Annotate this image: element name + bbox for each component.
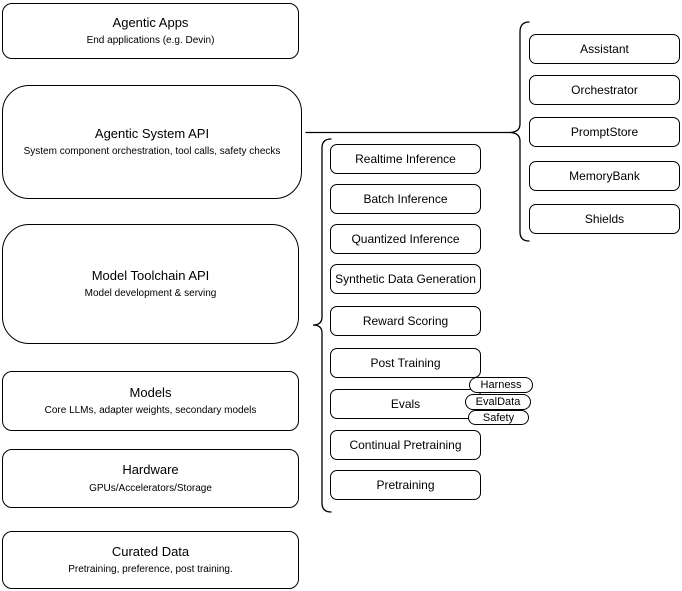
node-batch-inference: Batch Inference xyxy=(330,184,481,214)
node-quantized-inference: Quantized Inference xyxy=(330,224,481,254)
node-title: Models xyxy=(129,384,172,400)
node-label: Shields xyxy=(584,212,625,226)
node-subtitle: End applications (e.g. Devin) xyxy=(86,35,215,47)
node-subtitle: GPUs/Accelerators/Storage xyxy=(89,482,212,494)
node-model-toolchain-api: Model Toolchain API Model development & … xyxy=(2,224,299,344)
node-agentic-apps: Agentic Apps End applications (e.g. Devi… xyxy=(2,3,299,59)
node-curated-data: Curated Data Pretraining, preference, po… xyxy=(2,531,299,589)
system-group-brace xyxy=(508,21,530,242)
node-label: Synthetic Data Generation xyxy=(335,272,476,286)
node-orchestrator: Orchestrator xyxy=(529,75,680,105)
node-label: Realtime Inference xyxy=(355,152,456,166)
node-post-training: Post Training xyxy=(330,348,481,378)
node-pretraining: Pretraining xyxy=(330,470,481,500)
node-label: Assistant xyxy=(580,42,629,56)
node-realtime-inference: Realtime Inference xyxy=(330,144,481,174)
node-label: Evals xyxy=(390,397,421,411)
node-label: MemoryBank xyxy=(569,169,640,183)
node-label: PromptStore xyxy=(570,125,639,139)
node-label: Pretraining xyxy=(376,478,435,492)
node-models: Models Core LLMs, adapter weights, secon… xyxy=(2,371,299,431)
tag-harness: Harness xyxy=(469,377,533,393)
node-label: Post Training xyxy=(370,356,441,370)
node-shields: Shields xyxy=(529,204,680,234)
tag-label: EvalData xyxy=(475,396,521,408)
node-subtitle: Model development & serving xyxy=(84,288,217,300)
node-label: Batch Inference xyxy=(363,192,448,206)
node-subtitle: Core LLMs, adapter weights, secondary mo… xyxy=(44,405,257,417)
tag-evaldata: EvalData xyxy=(465,394,531,410)
node-subtitle: Pretraining, preference, post training. xyxy=(68,564,233,576)
node-title: Agentic System API xyxy=(94,125,210,141)
tag-label: Harness xyxy=(480,379,522,391)
node-evals: Evals xyxy=(330,389,481,419)
node-subtitle: System component orchestration, tool cal… xyxy=(23,146,281,158)
node-continual-pretraining: Continual Pretraining xyxy=(330,430,481,460)
tag-label: Safety xyxy=(482,411,515,424)
node-title: Hardware xyxy=(122,462,179,478)
node-title: Agentic Apps xyxy=(112,14,189,30)
node-hardware: Hardware GPUs/Accelerators/Storage xyxy=(2,449,299,508)
node-agentic-system-api: Agentic System API System component orch… xyxy=(2,85,302,199)
node-synthetic-data-generation: Synthetic Data Generation xyxy=(330,264,481,294)
node-title: Curated Data xyxy=(111,543,190,559)
node-title: Model Toolchain API xyxy=(91,267,210,283)
node-label: Orchestrator xyxy=(571,83,638,97)
tag-safety: Safety xyxy=(468,410,529,425)
node-assistant: Assistant xyxy=(529,34,680,64)
node-label: Reward Scoring xyxy=(362,314,449,328)
node-label: Quantized Inference xyxy=(351,232,460,246)
node-memorybank: MemoryBank xyxy=(529,161,680,191)
node-promptstore: PromptStore xyxy=(529,117,680,147)
node-reward-scoring: Reward Scoring xyxy=(330,306,481,336)
node-label: Continual Pretraining xyxy=(349,438,462,452)
toolchain-group-brace xyxy=(312,138,332,513)
